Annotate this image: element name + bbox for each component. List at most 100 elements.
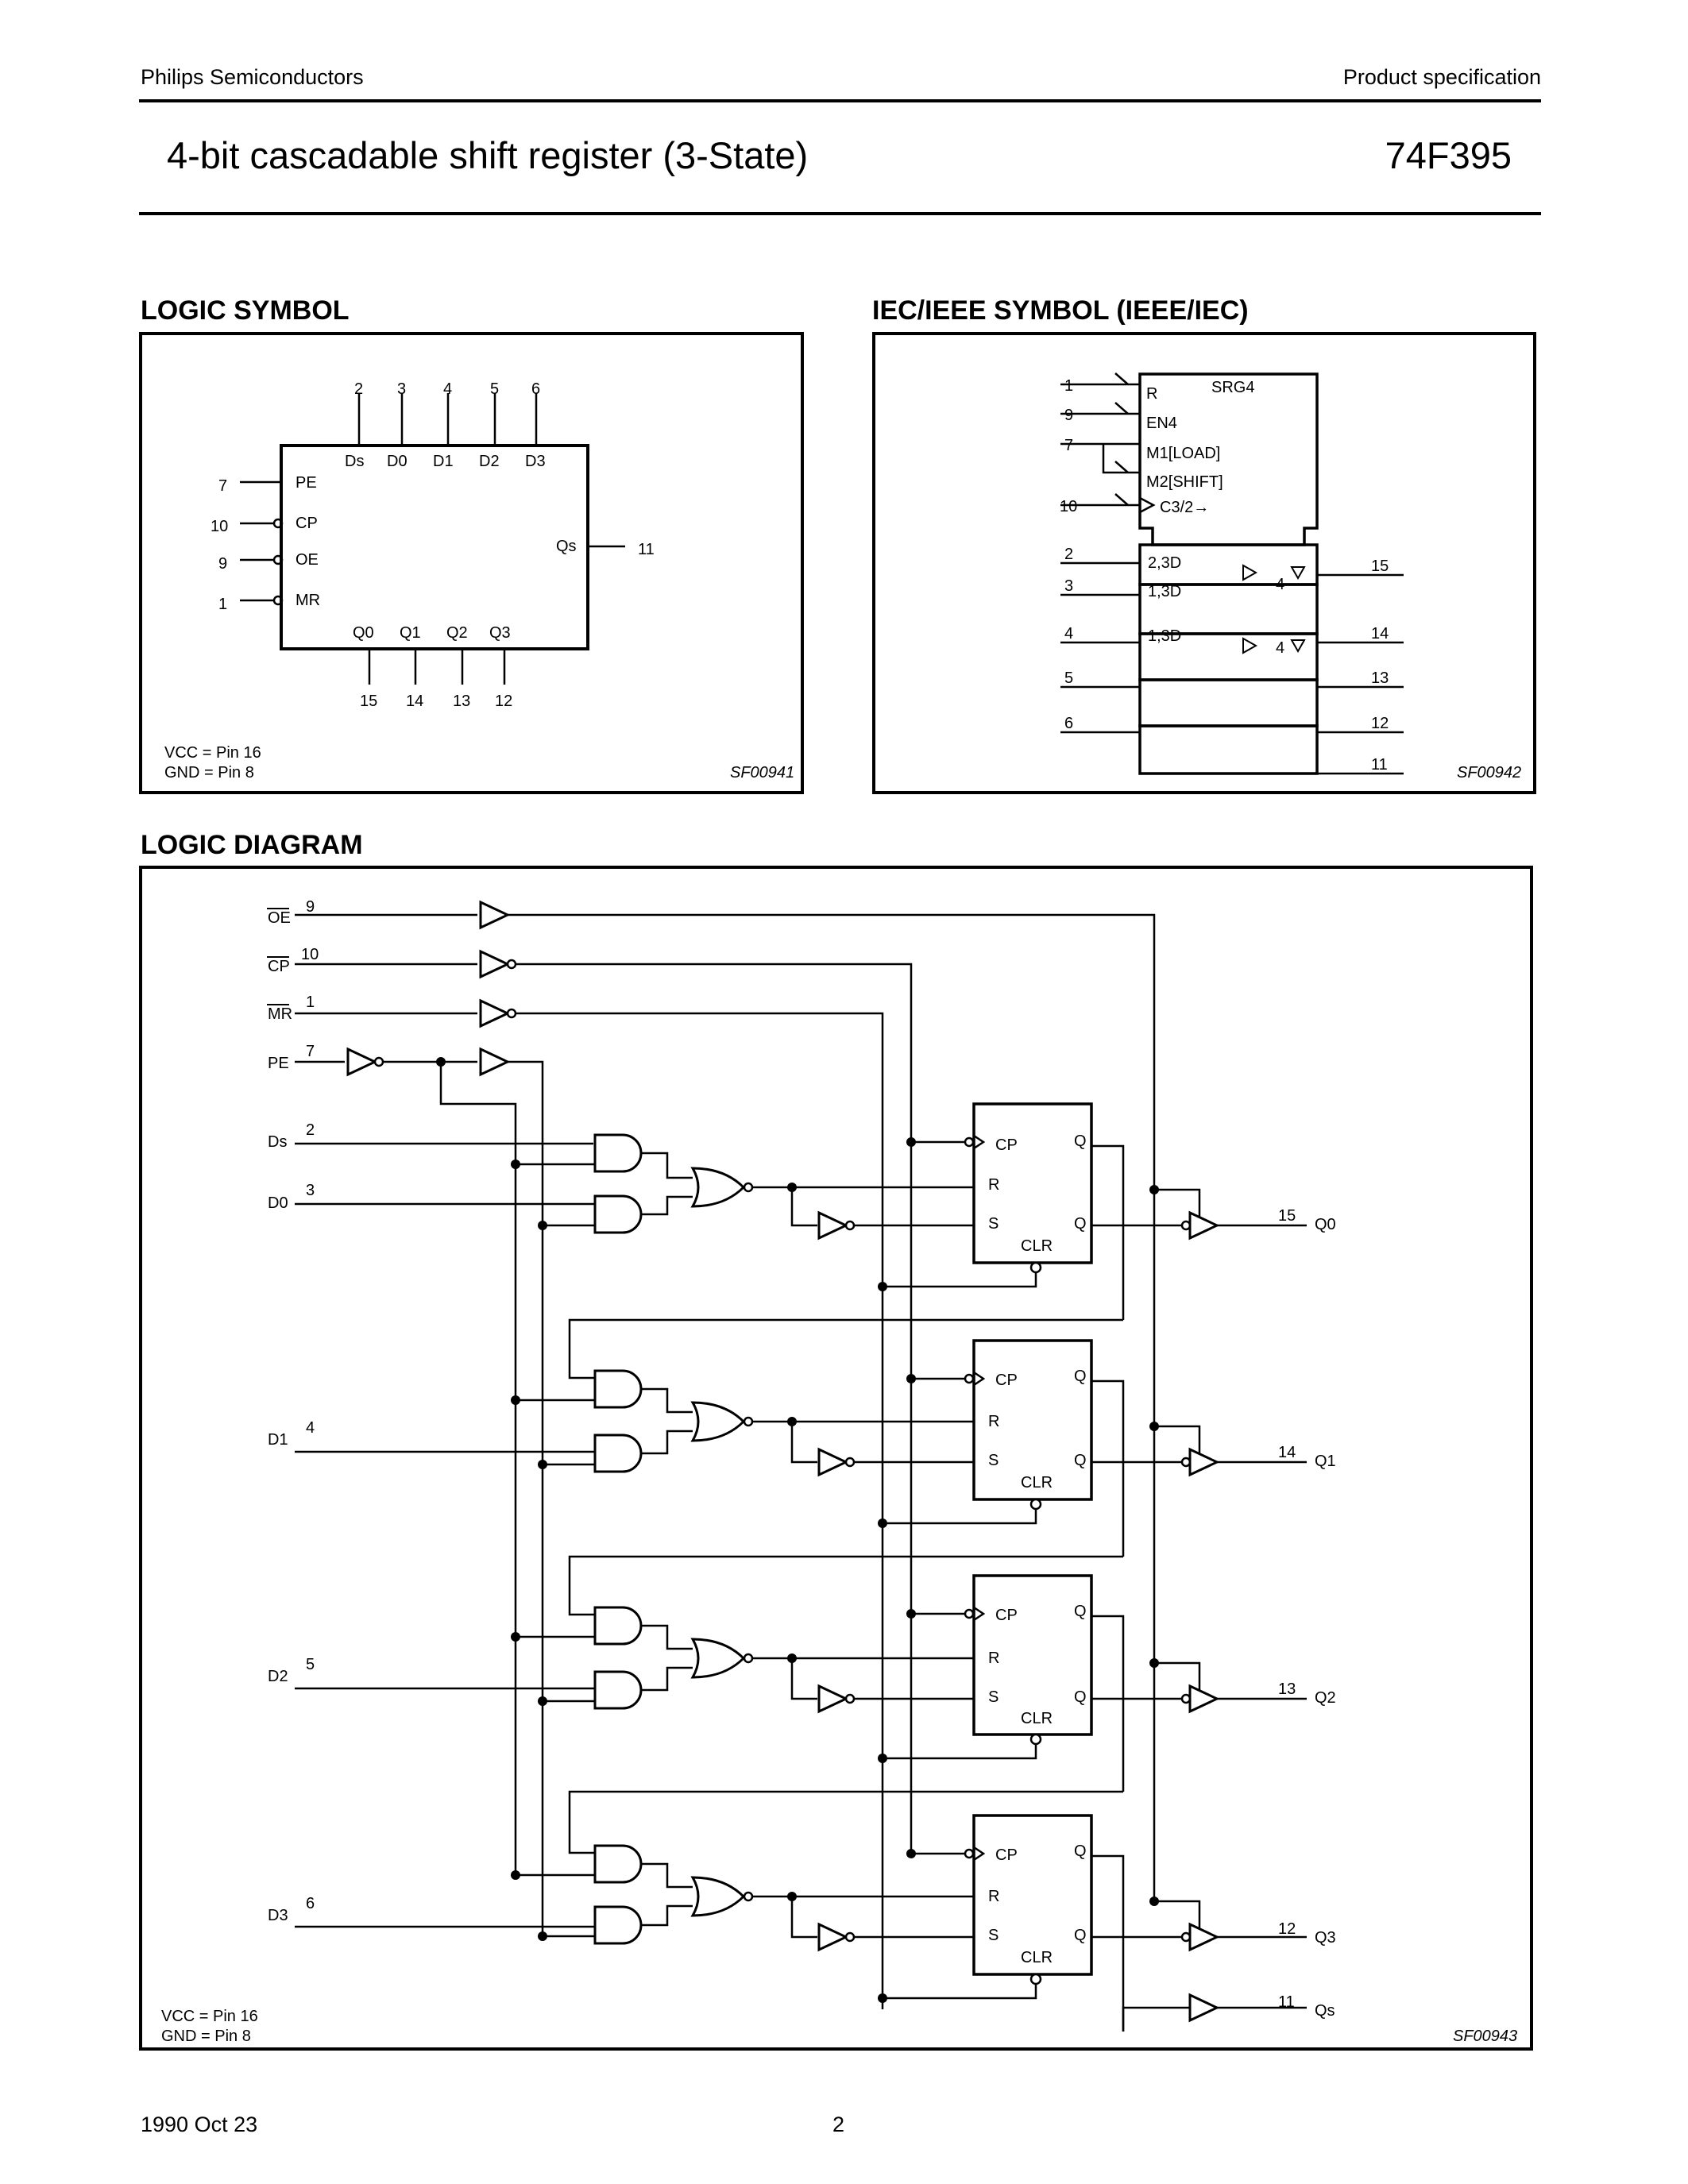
ld-figure-code: SF00943 — [1453, 2028, 1517, 2045]
svg-text:Q: Q — [1074, 1215, 1087, 1233]
and-gate-b-3 — [593, 1905, 643, 1945]
junction-dot — [1149, 1185, 1159, 1194]
wire — [641, 1624, 693, 1650]
ff-labels-3: CP Q R S Q CLR — [988, 1843, 1087, 1966]
junction-dot — [787, 1892, 797, 1901]
iec-cell-label-1: 1,3D — [1148, 583, 1181, 600]
svg-text:CP: CP — [995, 1136, 1018, 1154]
svg-text:CLR: CLR — [1021, 1237, 1053, 1255]
iec-pin-4: 4 — [1064, 625, 1073, 642]
junction-dot — [787, 1183, 797, 1192]
junction-dot — [878, 1282, 887, 1291]
iec-label-c3: C3/2→ — [1160, 499, 1209, 516]
ld-pin-7: 7 — [306, 1043, 315, 1060]
iec-label-en4: EN4 — [1146, 415, 1177, 432]
output-buffer-0 — [1188, 1210, 1220, 1241]
ls-label-d2: D2 — [479, 453, 500, 470]
svg-text:S: S — [988, 1452, 999, 1469]
ls-label-cp: CP — [295, 515, 318, 532]
junction-dot — [878, 1993, 887, 2003]
ld-pin-12: 12 — [1278, 1920, 1296, 1938]
ls-pin-6: 6 — [531, 380, 540, 398]
ls-label-qs: Qs — [556, 538, 577, 555]
ld-pin-10: 10 — [301, 946, 319, 963]
inversion-bubble — [1029, 1498, 1042, 1511]
junction-dot — [906, 1849, 916, 1858]
ld-label-qs: Qs — [1315, 2002, 1335, 2020]
wire — [1154, 1661, 1201, 1692]
nor-gate-2 — [690, 1638, 746, 1679]
iec-label-m1: M1[LOAD] — [1146, 445, 1220, 462]
ls-pin-13: 13 — [453, 693, 470, 710]
nor-gate-0 — [690, 1167, 746, 1208]
and-gate-b-0 — [593, 1194, 643, 1234]
inverter-3 — [817, 1922, 849, 1952]
iec-pin-9: 9 — [1064, 407, 1073, 424]
ls-pin-10: 10 — [211, 518, 228, 535]
iec-pin-13: 13 — [1371, 669, 1389, 687]
svg-text:Q: Q — [1074, 1133, 1087, 1150]
inversion-bubble — [844, 1931, 856, 1943]
inversion-bubble — [1029, 1733, 1042, 1746]
wire — [641, 1195, 693, 1216]
svg-text:R: R — [988, 1176, 999, 1194]
ld-pin-11: 11 — [1278, 1993, 1295, 2011]
ld-label-q3: Q3 — [1315, 1929, 1336, 1947]
iec-pin-6: 6 — [1064, 715, 1073, 732]
wire — [516, 1012, 884, 2009]
junction-dot — [787, 1417, 797, 1426]
svg-text:R: R — [988, 1413, 999, 1430]
ld-pin-5: 5 — [306, 1656, 315, 1673]
inversion-bubble — [1029, 1261, 1042, 1274]
junction-dot — [878, 1754, 887, 1763]
iec-output-mark-1: 4 — [1276, 639, 1284, 657]
svg-text:R: R — [988, 1650, 999, 1667]
junction-dot — [787, 1653, 797, 1663]
junction-dot — [538, 1221, 547, 1230]
clock-input-marker — [973, 1846, 986, 1862]
inversion-bubble — [964, 1373, 975, 1384]
wire — [1091, 1144, 1125, 1320]
header-rule-bottom — [139, 212, 1541, 215]
ls-label-mr: MR — [295, 592, 320, 609]
ff-labels-2: CP Q R S Q CLR — [988, 1603, 1087, 1727]
ld-pin-13: 13 — [1278, 1680, 1296, 1698]
flip-flop-2 — [972, 1574, 1093, 1736]
iec-pin-2: 2 — [1064, 546, 1073, 563]
ls-label-q3: Q3 — [489, 624, 511, 642]
ld-label-ds: Ds — [268, 1133, 287, 1151]
ls-label-d0: D0 — [387, 453, 408, 470]
inversion-bubble — [743, 1182, 754, 1193]
wire — [883, 1509, 1037, 1525]
logic-diagram-heading: LOGIC DIAGRAM — [141, 830, 363, 860]
ls-label-q1: Q1 — [400, 624, 421, 642]
ls-label-pe: PE — [295, 474, 317, 492]
iec-cell-label-0: 2,3D — [1148, 554, 1181, 572]
wire — [568, 1790, 1123, 1854]
and-gate-a-1 — [593, 1369, 643, 1409]
inversion-bubble — [506, 959, 517, 970]
ls-power-gnd: GND = Pin 8 — [164, 764, 254, 781]
ls-pin-5: 5 — [490, 380, 499, 398]
ld-label-pe: PE — [268, 1055, 289, 1072]
ld-pin-9: 9 — [306, 898, 315, 916]
ld-label-oe: OE — [268, 909, 291, 927]
junction-dot — [1149, 1897, 1159, 1906]
wire — [568, 1318, 1123, 1379]
wire — [790, 1187, 817, 1227]
iec-pin-14: 14 — [1371, 625, 1389, 642]
flip-flop-1 — [972, 1339, 1093, 1501]
part-number: 74F395 — [1385, 134, 1512, 176]
ls-power-vcc: VCC = Pin 16 — [164, 744, 261, 762]
inversion-bubble — [964, 1608, 975, 1619]
ls-label-d3: D3 — [525, 453, 546, 470]
svg-text:CP: CP — [995, 1846, 1018, 1864]
svg-text:Q: Q — [1074, 1368, 1087, 1385]
inversion-bubble — [964, 1848, 975, 1859]
junction-dot — [511, 1870, 520, 1880]
ls-pin-11: 11 — [638, 541, 655, 558]
clock-input-marker — [973, 1134, 986, 1150]
clock-input-marker — [973, 1371, 986, 1387]
ld-label-q2: Q2 — [1315, 1689, 1336, 1707]
wire — [641, 1666, 693, 1692]
